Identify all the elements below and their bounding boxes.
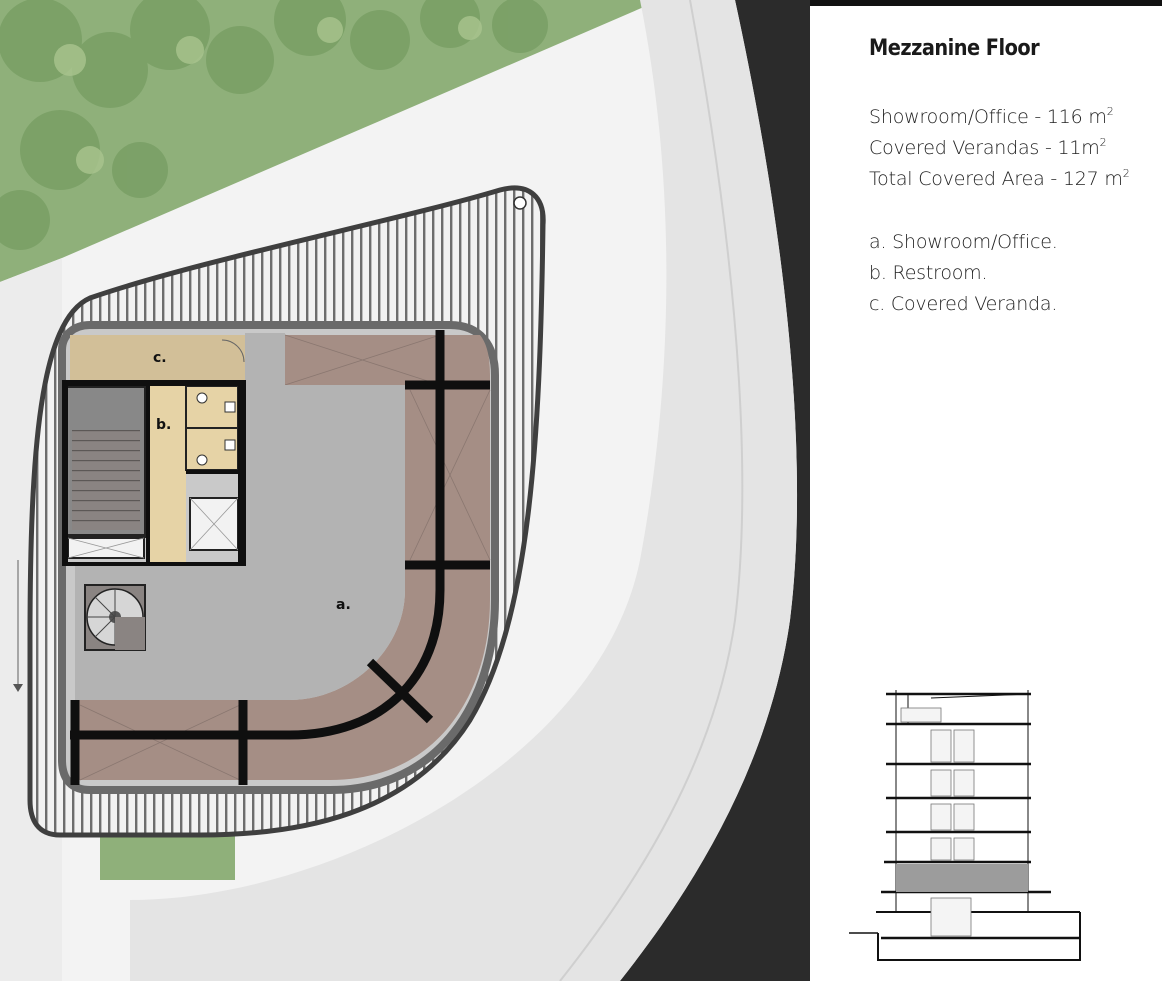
tree-canopy [0,0,548,250]
toilet-icon [196,392,208,404]
stair-flight [72,430,140,530]
legend-item: c. Covered Veranda. [869,293,1058,315]
area-item: Total Covered Area - 127 m2 [869,167,1130,190]
building-section [846,680,1086,965]
deck-area [75,335,490,780]
area-item: Showroom/Office - 116 m2 [869,105,1114,128]
door-swing-veranda [221,339,245,363]
legend-item: a. Showroom/Office. [869,231,1058,253]
info-panel: Mezzanine Floor Showroom/Office - 116 m2… [869,34,1162,320]
room-legend: a. Showroom/Office. b. Restroom. c. Cove… [869,227,1162,320]
covered-veranda [70,335,245,380]
area-item: Covered Verandas - 11m2 [869,136,1107,159]
sink-icon [224,401,236,413]
label-veranda: c. [153,350,167,366]
toilet-icon [196,454,208,466]
label-restroom: b. [156,417,171,433]
floor-slabs [881,692,1080,940]
legend-item: b. Restroom. [869,262,988,284]
balcony-glazing [900,707,975,937]
asphalt-road [620,0,810,981]
structural-beams [70,330,490,785]
area-list: Showroom/Office - 116 m2 Covered Veranda… [869,102,1162,195]
light-road [130,0,798,981]
mezzanine-highlight [896,864,1028,892]
floor-plan: b. c. a. [0,0,810,981]
sink-icon [224,439,236,451]
spiral-stair [84,584,146,651]
showroom-office [62,333,405,700]
arrow-icon [13,684,23,692]
garden-area [0,0,660,282]
road-line [559,0,744,981]
core-walls [62,380,246,566]
lower-garden [100,835,235,880]
tree-highlights [54,16,482,174]
column-marker [513,196,527,210]
restroom [150,386,186,562]
floor-title: Mezzanine Floor [869,36,1040,61]
deck-diagonals [79,334,491,781]
label-showroom: a. [336,597,351,613]
